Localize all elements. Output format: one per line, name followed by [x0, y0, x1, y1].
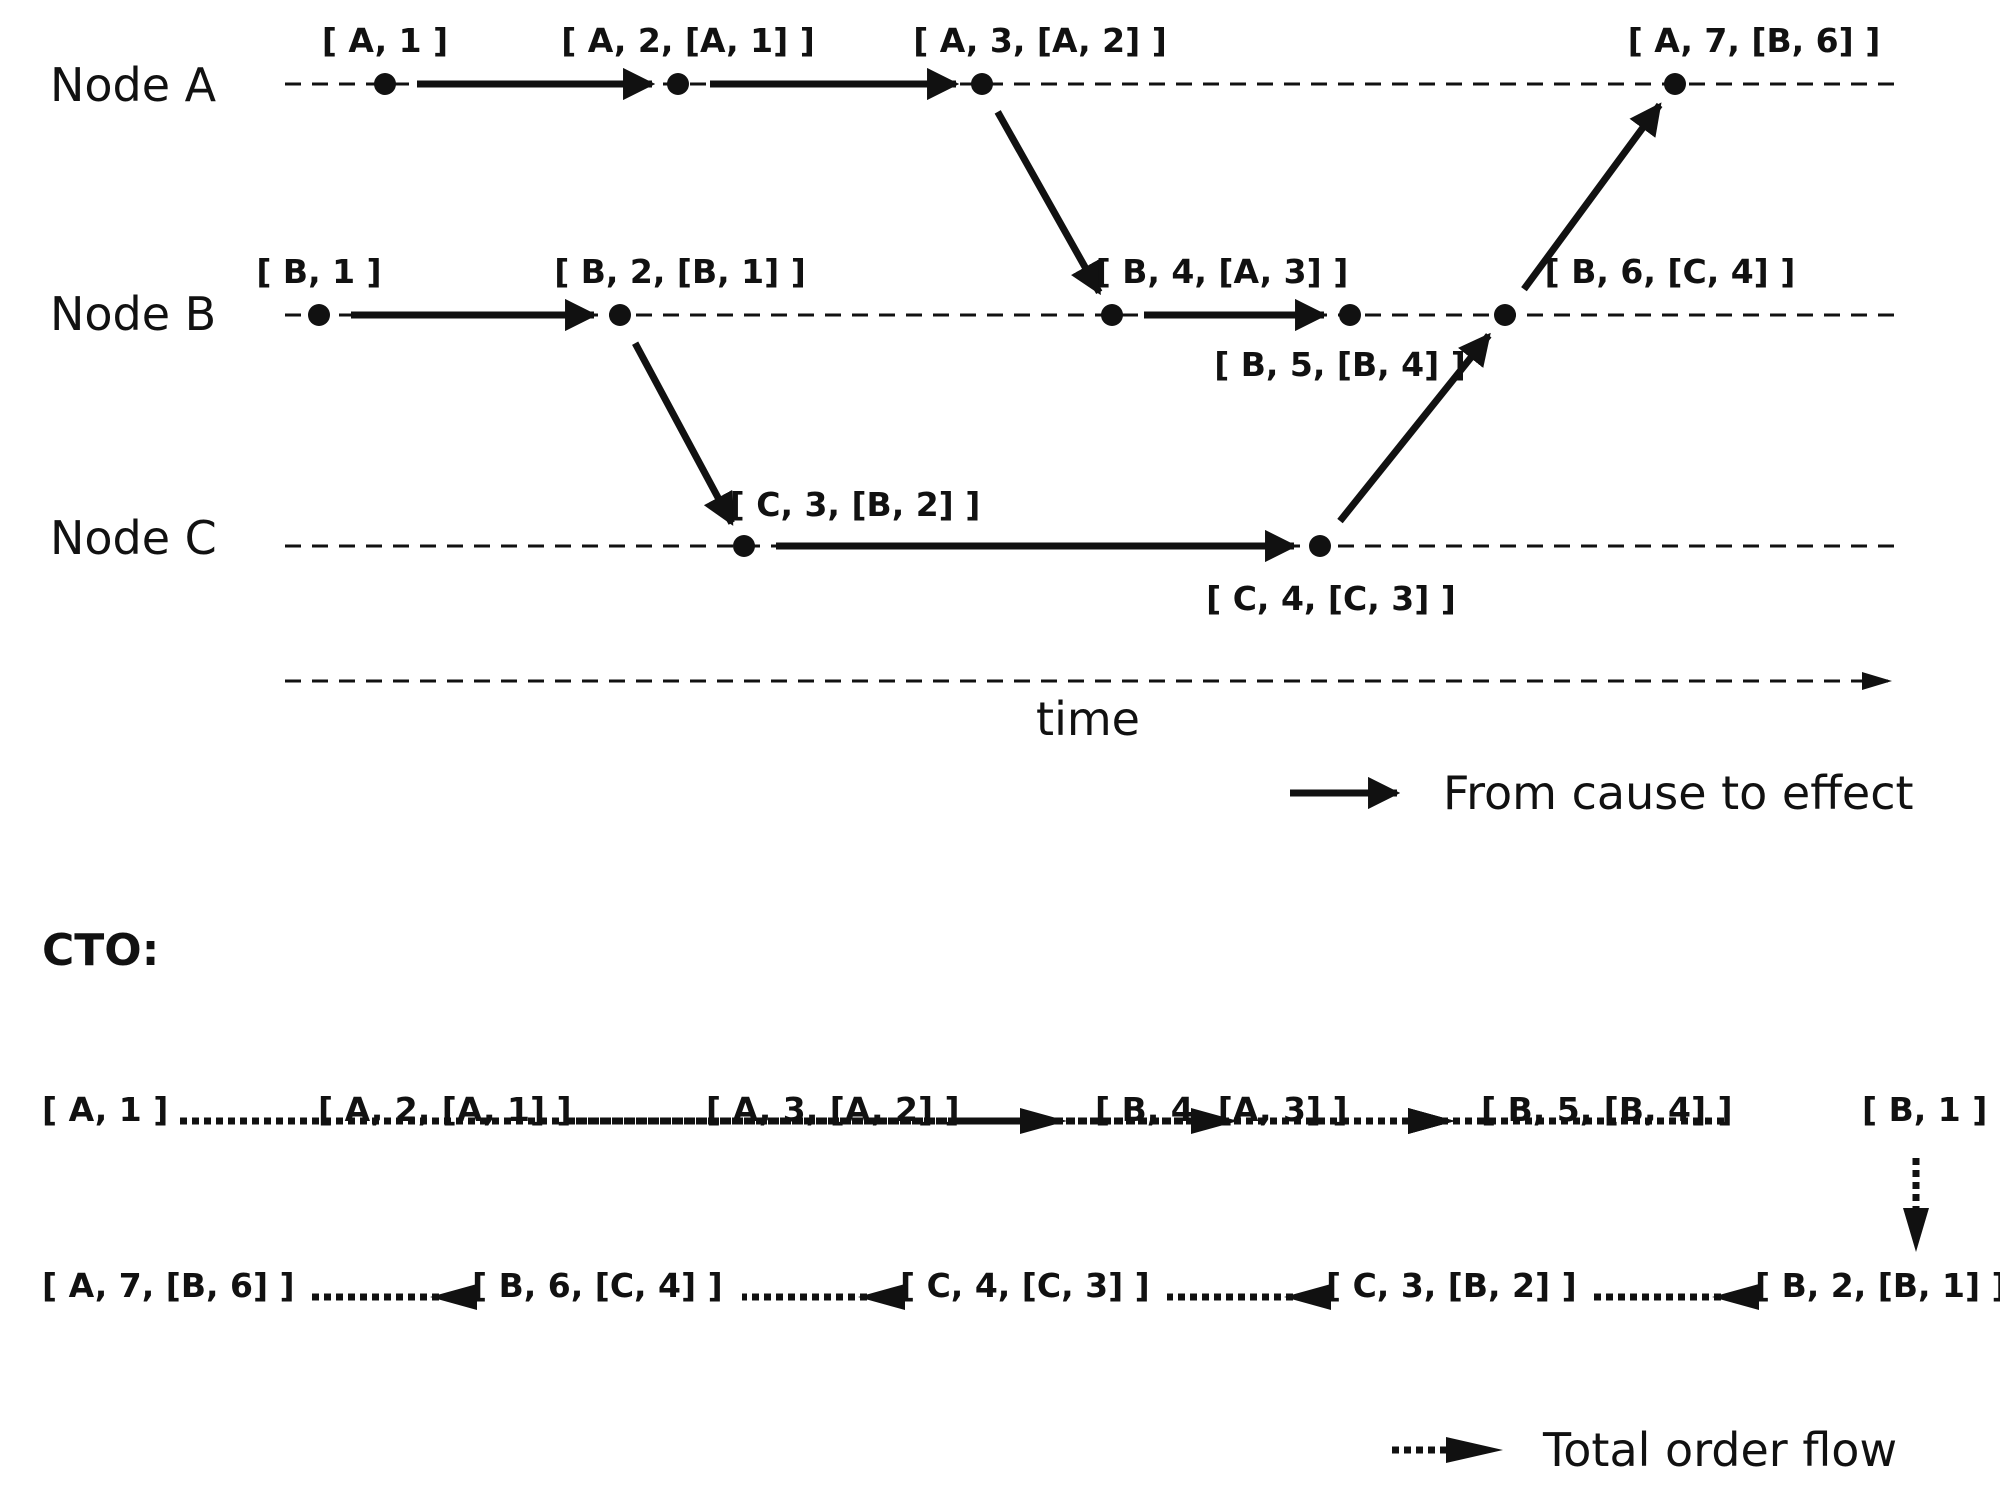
cto-item-5: [ B, 5, [B, 4] ]	[1481, 1090, 1733, 1129]
event-label-b5: [ B, 5, [B, 4] ]	[1214, 345, 1466, 384]
event-dot-b4	[1101, 304, 1123, 326]
event-label-a3: [ A, 3, [A, 2] ]	[913, 21, 1167, 60]
causal-edge-b6-a7	[1521, 102, 1663, 292]
cto-arrow-6-head	[1903, 1208, 1929, 1252]
event-dot-a3	[971, 73, 993, 95]
time-label: time	[1036, 692, 1140, 746]
time-axis-arrowhead	[1862, 672, 1892, 690]
node-label-b: Node B	[50, 287, 216, 341]
legend-causal: From cause to effect	[1290, 766, 1914, 820]
event-label-a2: [ A, 2, [A, 1] ]	[561, 21, 815, 60]
event-label-a1: [ A, 1 ]	[322, 21, 448, 60]
timelines: Node A Node B Node C	[50, 58, 1895, 565]
cto-arrow-5-head	[1408, 1108, 1455, 1134]
cto-item-8: [ C, 3, [B, 2] ]	[1326, 1266, 1577, 1305]
event-dot-c3	[733, 535, 755, 557]
node-label-a: Node A	[50, 58, 217, 112]
event-dot-a2	[667, 73, 689, 95]
cto-sequence: [ A, 1 ][ A, 2, [A, 1] ][ A, 3, [A, 2] ]…	[42, 1090, 2000, 1310]
cto-arrow-10-head	[430, 1284, 477, 1310]
cto-title: CTO:	[42, 925, 159, 976]
event-label-c3: [ C, 3, [B, 2] ]	[730, 485, 981, 524]
event-dot-b6	[1494, 304, 1516, 326]
event-label-b2: [ B, 2, [B, 1] ]	[554, 252, 806, 291]
cto-item-1: [ A, 1 ]	[42, 1090, 168, 1129]
event-dot-a7	[1664, 73, 1686, 95]
causal-edge-c4-b6	[1337, 332, 1492, 524]
event-label-b1: [ B, 1 ]	[256, 252, 381, 291]
event-dot-b1	[308, 304, 330, 326]
cto-item-11: [ A, 7, [B, 6] ]	[42, 1266, 295, 1305]
causal-edge-b2-c3	[632, 341, 735, 526]
causal-edges	[351, 67, 1663, 563]
cto-item-6: [ B, 1 ]	[1862, 1090, 1987, 1129]
event-label-a7: [ A, 7, [B, 6] ]	[1628, 21, 1881, 60]
cto-item-7: [ B, 2, [B, 1] ]	[1755, 1266, 2000, 1305]
event-dot-b2	[609, 304, 631, 326]
legend-total-label: Total order flow	[1542, 1423, 1897, 1477]
event-label-b4: [ B, 4, [A, 3] ]	[1096, 252, 1349, 291]
node-label-c: Node C	[50, 511, 217, 565]
event-label-b6: [ B, 6, [C, 4] ]	[1545, 252, 1796, 291]
legend-dotted-arrowhead	[1446, 1437, 1503, 1463]
event-label-c4: [ C, 4, [C, 3] ]	[1206, 579, 1456, 618]
causal-edge-a3-b4	[994, 110, 1103, 296]
legend-causal-label: From cause to effect	[1443, 766, 1914, 820]
cto-arrow-9-head	[858, 1284, 905, 1310]
cto-item-10: [ B, 6, [C, 4] ]	[472, 1266, 723, 1305]
event-dot-c4	[1309, 535, 1331, 557]
events: [ A, 1 ] [ A, 2, [A, 1] ] [ A, 3, [A, 2] ]…	[256, 21, 1880, 618]
time-axis: time	[285, 672, 1892, 746]
cto-arrow-7-head	[1712, 1284, 1759, 1310]
event-dot-b5	[1339, 304, 1361, 326]
cto-arrow-8-head	[1284, 1284, 1331, 1310]
event-dot-a1	[374, 73, 396, 95]
legend-total: Total order flow	[1392, 1423, 1897, 1477]
cto-item-9: [ C, 4, [C, 3] ]	[900, 1266, 1150, 1305]
